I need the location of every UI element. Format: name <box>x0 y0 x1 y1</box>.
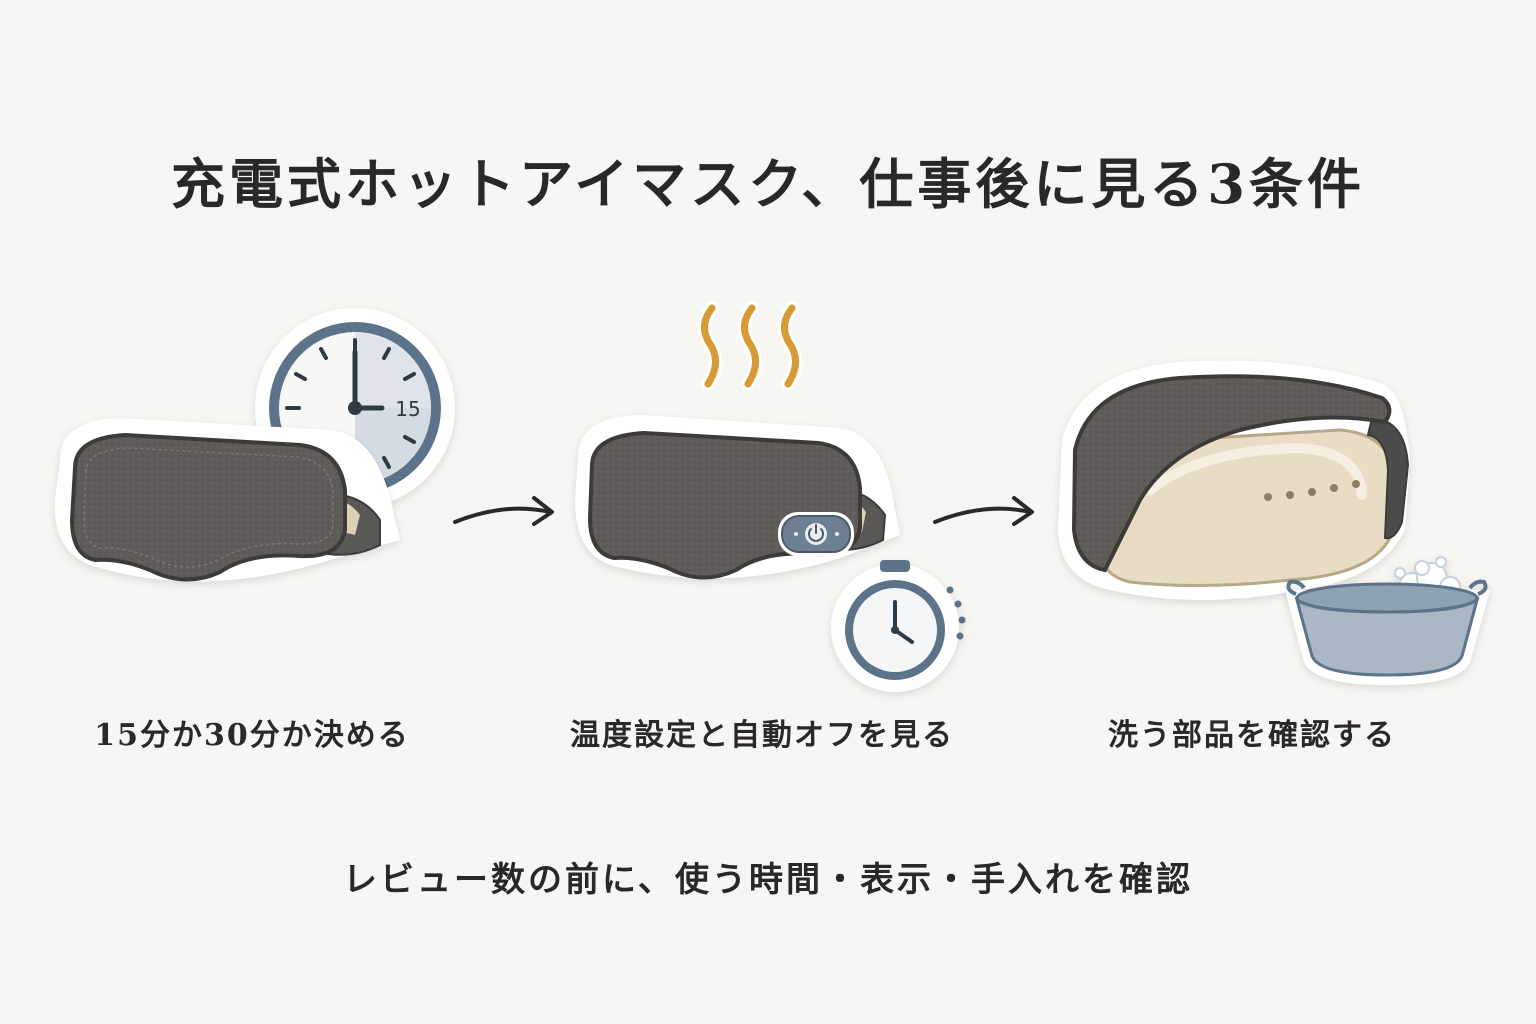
heat-waves-icon <box>698 301 802 391</box>
arrow-right-icon <box>453 496 554 526</box>
step-1-label: 15分か30分か決める <box>94 718 410 753</box>
clock-mark-15: 15 <box>395 397 420 421</box>
eye-mask-icon <box>575 415 900 580</box>
eye-mask-icon <box>54 418 400 582</box>
step-3-label: 洗う部品を確認する <box>1108 718 1396 753</box>
step-2-illustration <box>575 301 966 692</box>
page-title: 充電式ホットアイマスク、仕事後に見る3条件 <box>170 152 1365 216</box>
step-1-illustration: 15 30 <box>54 308 455 582</box>
step-2-label: 温度設定と自動オフを見る <box>570 718 954 753</box>
arrow-right-icon <box>933 496 1034 526</box>
open-eye-mask-icon <box>1058 360 1410 600</box>
footer-caption: レビュー数の前に、使う時間・表示・手入れを確認 <box>343 860 1193 900</box>
step-3-illustration <box>1058 360 1490 685</box>
stopwatch-icon <box>831 560 966 692</box>
power-button-icon <box>778 512 854 556</box>
illustration-strip: 15 30 <box>54 301 1490 692</box>
wash-basin-icon <box>1285 556 1490 685</box>
